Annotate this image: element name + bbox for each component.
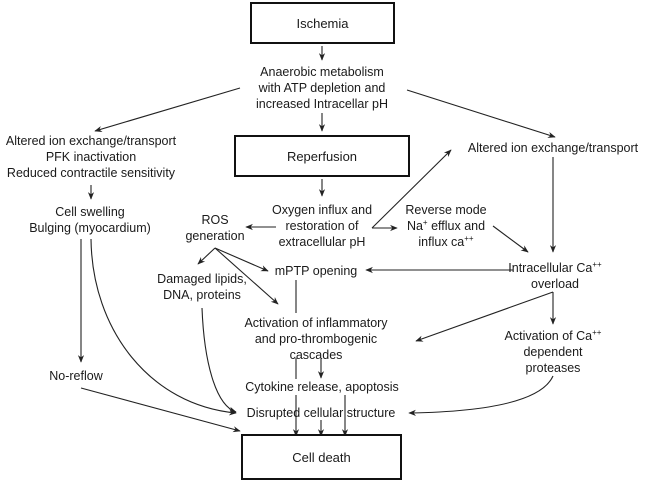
proteases-line-3: proteases — [525, 361, 581, 375]
cell-death-box: Cell death — [241, 434, 402, 480]
anaerobic-line-3: increased Intracellar pH — [255, 97, 389, 111]
activation-ca-text: Activation of Ca — [504, 329, 593, 343]
intracellular-ca-text: Intracellular Ca — [508, 261, 593, 275]
inflammatory-line-2: and pro-thrombogenic — [254, 332, 378, 346]
oxygen-line-3: extracellular pH — [278, 235, 366, 249]
ros-generation-node: ROS generation — [185, 212, 244, 244]
ros-line-1: ROS — [201, 213, 229, 227]
right-altered-line-1: Altered ion exchange/transport — [467, 141, 639, 155]
proteases-charge: ++ — [592, 328, 602, 337]
inflammatory-line-3: cascades — [289, 348, 343, 362]
reverse-mode-node: Reverse mode Na+ efflux and influx ca++ — [405, 202, 486, 250]
inflammatory-line-1: Activation of inflammatory — [244, 316, 388, 330]
cell-swelling-line-1: Cell swelling — [55, 205, 125, 219]
damaged-line-2: DNA, proteins — [163, 288, 241, 302]
ca-charge: ++ — [464, 234, 474, 243]
edge-ros-inflammatory — [214, 247, 279, 305]
edge-damaged-disrupted — [201, 307, 237, 413]
disrupted-line-1: Disrupted cellular structure — [246, 406, 396, 420]
anaerobic-line-2: with ATP depletion and — [258, 81, 386, 95]
edge-anaerobic-left-altered — [94, 87, 241, 132]
no-reflow-node: No-reflow — [49, 368, 103, 384]
cell-death-label: Cell death — [292, 449, 351, 465]
anaerobic-metabolism-node: Anaerobic metabolism with ATP depletion … — [256, 64, 388, 112]
edge-ros-mptp — [214, 247, 269, 272]
cell-swelling-node: Cell swelling Bulging (myocardium) — [29, 204, 151, 236]
ca-overload-node: Intracellular Ca++ overload — [508, 260, 601, 292]
no-reflow-line-1: No-reflow — [49, 369, 103, 383]
damaged-line-1: Damaged lipids, — [157, 272, 247, 286]
cytokine-line-1: Cytokine release, apoptosis — [245, 379, 399, 395]
cytokine-node: Cytokine release, apoptosis — [245, 379, 399, 395]
left-altered-line-1: Altered ion exchange/transport — [5, 134, 177, 148]
ca-overload-line-1: Intracellular Ca++ — [508, 260, 601, 276]
inflammatory-node: Activation of inflammatory and pro-throm… — [244, 315, 387, 363]
reperfusion-label: Reperfusion — [286, 148, 358, 164]
disrupted-structure-node: Disrupted cellular structure — [247, 405, 396, 421]
na-text: Na — [406, 219, 423, 233]
oxygen-line-2: restoration of — [285, 219, 359, 233]
na-charge: + — [422, 218, 428, 227]
reperfusion-box: Reperfusion — [234, 135, 410, 177]
proteases-line-1: Activation of Ca++ — [505, 328, 602, 344]
mptp-line-1: mPTP opening — [274, 264, 358, 278]
left-altered-ion-node: Altered ion exchange/transport PFK inact… — [6, 133, 176, 181]
edge-oxygen-right-altered — [371, 149, 452, 229]
ischemia-box: Ischemia — [250, 2, 395, 44]
damaged-lipids-node: Damaged lipids, DNA, proteins — [157, 271, 247, 303]
mptp-opening-node: mPTP opening — [275, 263, 357, 279]
ros-line-2: generation — [185, 229, 245, 243]
edge-anaerobic-right-altered — [406, 89, 556, 138]
reverse-mode-line-3: influx ca++ — [405, 234, 486, 250]
edge-no-reflow-cell-death — [80, 387, 241, 433]
reverse-mode-line-2: Na+ efflux and — [405, 218, 486, 234]
ischemia-label: Ischemia — [296, 15, 349, 31]
oxygen-line-1: Oxygen influx and — [271, 203, 373, 217]
ca-overload-line-2: overload — [531, 277, 579, 291]
edge-reverse-mode-ca-overload — [492, 225, 529, 253]
ca-overload-charge: ++ — [592, 260, 602, 269]
influx-ca-text: influx ca — [418, 235, 465, 249]
left-altered-line-2: PFK inactivation — [45, 150, 137, 164]
ca-proteases-node: Activation of Ca++ dependent proteases — [505, 328, 602, 376]
anaerobic-line-1: Anaerobic metabolism — [260, 65, 384, 79]
edge-proteases-disrupted — [408, 375, 554, 416]
edge-cell-swelling-disrupted — [90, 238, 237, 416]
oxygen-influx-node: Oxygen influx and restoration of extrace… — [272, 202, 372, 250]
efflux-text: efflux and — [427, 219, 486, 233]
reverse-mode-line-1: Reverse mode — [405, 203, 487, 217]
left-altered-line-3: Reduced contractile sensitivity — [6, 166, 176, 180]
cell-swelling-line-2: Bulging (myocardium) — [29, 221, 151, 235]
proteases-line-2: dependent — [523, 345, 583, 359]
right-altered-ion-node: Altered ion exchange/transport — [468, 140, 638, 156]
edge-ca-overload-inflammatory — [415, 291, 554, 342]
edge-ros-damaged — [197, 247, 216, 265]
